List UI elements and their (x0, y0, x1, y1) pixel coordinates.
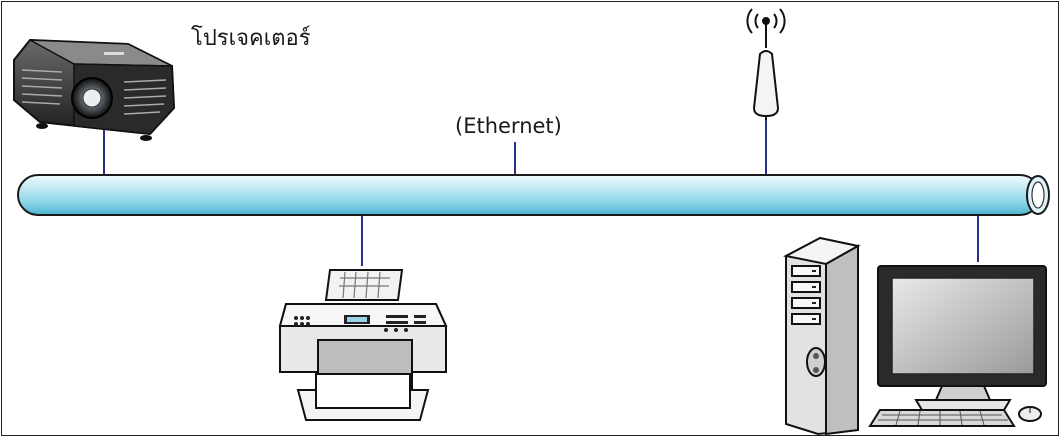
printer-icon (278, 269, 448, 421)
projector-label: โปรเจคเตอร์ (191, 26, 311, 51)
ethernet-label: (Ethernet) (455, 114, 562, 138)
wireless-antenna-icon (746, 8, 786, 120)
ethernet-cable (17, 174, 1050, 216)
projector-icon (13, 38, 176, 141)
desktop-computer-icon (783, 236, 1047, 436)
